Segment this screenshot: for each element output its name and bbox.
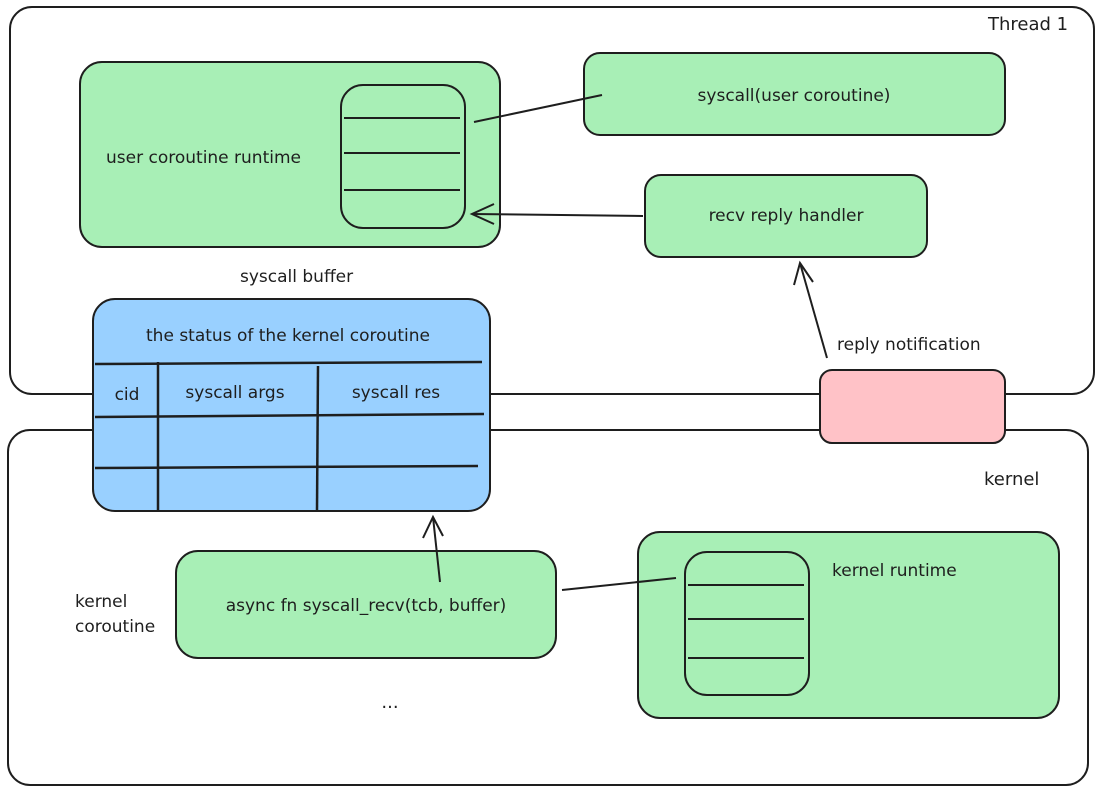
kernel-coroutine-label-line1: kernel xyxy=(75,592,127,612)
reply-notification-box xyxy=(819,369,1006,444)
connector-queue-to-syscall xyxy=(473,94,603,123)
syscall-user-coroutine-label: syscall(user coroutine) xyxy=(698,86,891,106)
connector-async-to-kernel-queue xyxy=(561,577,677,591)
syscall-buffer-table xyxy=(92,298,491,512)
table-row-rule xyxy=(94,412,485,419)
column-header-syscall-args: syscall args xyxy=(185,383,284,403)
arrow-notification-to-handler xyxy=(799,262,828,359)
column-header-syscall-res: syscall res xyxy=(352,383,440,403)
arrow-async-to-buffer xyxy=(432,516,441,583)
arrow-head xyxy=(793,260,814,286)
table-column-rule xyxy=(315,365,320,511)
recv-reply-handler-label: recv reply handler xyxy=(709,206,864,226)
table-header-rule xyxy=(94,360,483,366)
recv-reply-handler-box xyxy=(644,174,928,258)
arrow-head xyxy=(422,514,444,539)
ellipsis: ... xyxy=(381,692,398,713)
thread-container xyxy=(9,6,1095,395)
kernel-coroutine-label-line2: coroutine xyxy=(75,617,155,637)
async-fn-label: async fn syscall_recv(tcb, buffer) xyxy=(226,596,507,616)
syscall-buffer-title: the status of the kernel coroutine xyxy=(146,326,430,346)
arrow-head xyxy=(469,203,495,225)
thread-title: Thread 1 xyxy=(987,14,1068,35)
syscall-buffer-caption: syscall buffer xyxy=(240,267,353,287)
column-header-cid: cid xyxy=(115,385,140,405)
kernel-runtime-label: kernel runtime xyxy=(832,561,957,581)
async-fn-box xyxy=(175,550,557,659)
arrow-handler-to-queue xyxy=(471,213,644,217)
user-coroutine-runtime-label: user coroutine runtime xyxy=(106,148,301,168)
user-queue xyxy=(340,84,466,229)
kernel-label: kernel xyxy=(984,469,1039,490)
kernel-queue xyxy=(684,551,810,696)
kernel-container xyxy=(7,429,1089,786)
syscall-user-coroutine-box xyxy=(583,52,1006,136)
reply-notification-label: reply notification xyxy=(837,335,981,355)
